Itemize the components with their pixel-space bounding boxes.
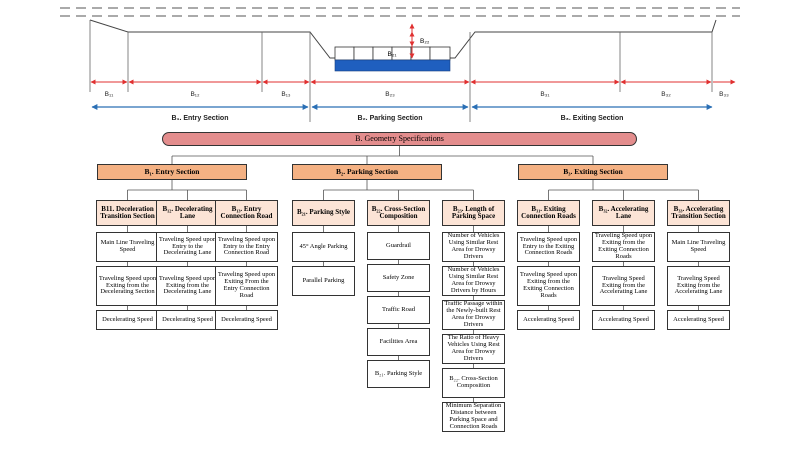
leaf-node: Main Line Traveling Speed xyxy=(667,232,730,262)
label-b23: B₂₃ xyxy=(385,91,395,98)
category-node: B₂₂. Cross-Section Composition xyxy=(367,200,430,226)
category-node: B₃₁. Exiting Connection Roads xyxy=(517,200,580,226)
leaf-node: Traveling Speed upon Exiting from the Ex… xyxy=(592,232,655,262)
leaf-node: Accelerating Speed xyxy=(667,310,730,330)
section-node-3: B₃. Exiting Section xyxy=(518,164,668,180)
label-b21-diagram: B₂₁ xyxy=(387,51,397,58)
leaf-node: The Ratio of Heavy Vehicles Using Rest A… xyxy=(442,334,505,364)
label-b31: B₃₁ xyxy=(540,91,550,98)
leaf-node: Traffic Passage within the Newly-built R… xyxy=(442,300,505,330)
label-exiting-section: B₃. Exiting Section xyxy=(561,115,624,122)
label-parking-section: B₂. Parking Section xyxy=(358,115,423,122)
category-node: B₂₁. Parking Style xyxy=(292,200,355,226)
leaf-node: Traveling Speed upon Exiting from the Ex… xyxy=(517,266,580,306)
leaf-node: Facilities Area xyxy=(367,328,430,356)
leaf-node: Decelerating Speed xyxy=(96,310,159,330)
category-node: B11. Deceleration Transition Section xyxy=(96,200,159,226)
label-entry-section: B₁. Entry Section xyxy=(172,115,229,122)
label-b11: B₁₁ xyxy=(105,91,115,98)
leaf-node: B₂₁. Parking Style xyxy=(367,360,430,388)
leaf-node: Accelerating Speed xyxy=(592,310,655,330)
leaf-node: Main Line Traveling Speed xyxy=(96,232,159,262)
leaf-node: Traveling Speed Exiting from the Acceler… xyxy=(667,266,730,306)
leaf-node: Traveling Speed upon Entry to the Entry … xyxy=(215,232,278,262)
vertical-guides xyxy=(89,20,713,122)
leaf-node: Safety Zone xyxy=(367,264,430,292)
leaf-node: Decelerating Speed xyxy=(215,310,278,330)
leaf-node: Traveling Speed upon Exiting from the De… xyxy=(156,266,219,306)
leaf-node: Traveling Speed upon Exiting from the De… xyxy=(96,266,159,306)
leaf-node: Minimum Separation Distance between Park… xyxy=(442,402,505,432)
leaf-node: Guardrail xyxy=(367,232,430,260)
category-node: B₁₃. Entry Connection Road xyxy=(215,200,278,226)
leaf-node: 45° Angle Parking xyxy=(292,232,355,262)
category-node: B₃₃. Accelerating Transition Section xyxy=(667,200,730,226)
category-node: B₁₂. Decelerating Lane xyxy=(156,200,219,226)
label-b22-diagram: B₂₂ xyxy=(420,38,430,45)
leaf-node: B₂₂. Cross-Section Composition xyxy=(442,368,505,398)
leaf-node: Traffic Road xyxy=(367,296,430,324)
parking-stalls xyxy=(334,46,451,61)
leaf-node: Traveling Speed Exiting from the Acceler… xyxy=(592,266,655,306)
section-node-2: B₂. Parking Section xyxy=(292,164,442,180)
leaf-node: Accelerating Speed xyxy=(517,310,580,330)
road-layout-diagram: B₂₁ B₂₂ B₁₁ B₁₂ B₁₃ B₂₃ B₃₁ B₃₂ B₃₃ B₁. … xyxy=(60,7,740,122)
leaf-node: Traveling Speed upon Entry to the Exitin… xyxy=(517,232,580,262)
label-b12: B₁₂ xyxy=(190,91,200,98)
parking-block xyxy=(334,59,451,72)
category-node: B₃₂. Accelerating Lane xyxy=(592,200,655,226)
label-b32: B₃₂ xyxy=(661,91,671,98)
root-node: B. Geometry Specifications xyxy=(162,132,637,146)
label-b33: B₃₃ xyxy=(719,91,729,98)
leaf-node: Number of Vehicles Using Similar Rest Ar… xyxy=(442,232,505,262)
leaf-node: Decelerating Speed xyxy=(156,310,219,330)
label-b13: B₁₃ xyxy=(281,91,291,98)
leaf-node: Traveling Speed upon Entry to the Decele… xyxy=(156,232,219,262)
leaf-node: Parallel Parking xyxy=(292,266,355,296)
section-node-1: B₁. Entry Section xyxy=(97,164,247,180)
category-node: B₂₃. Length of Parking Space xyxy=(442,200,505,226)
leaf-node: Traveling Speed upon Exiting From the En… xyxy=(215,266,278,306)
leaf-node: Number of Vehicles Using Similar Rest Ar… xyxy=(442,266,505,296)
